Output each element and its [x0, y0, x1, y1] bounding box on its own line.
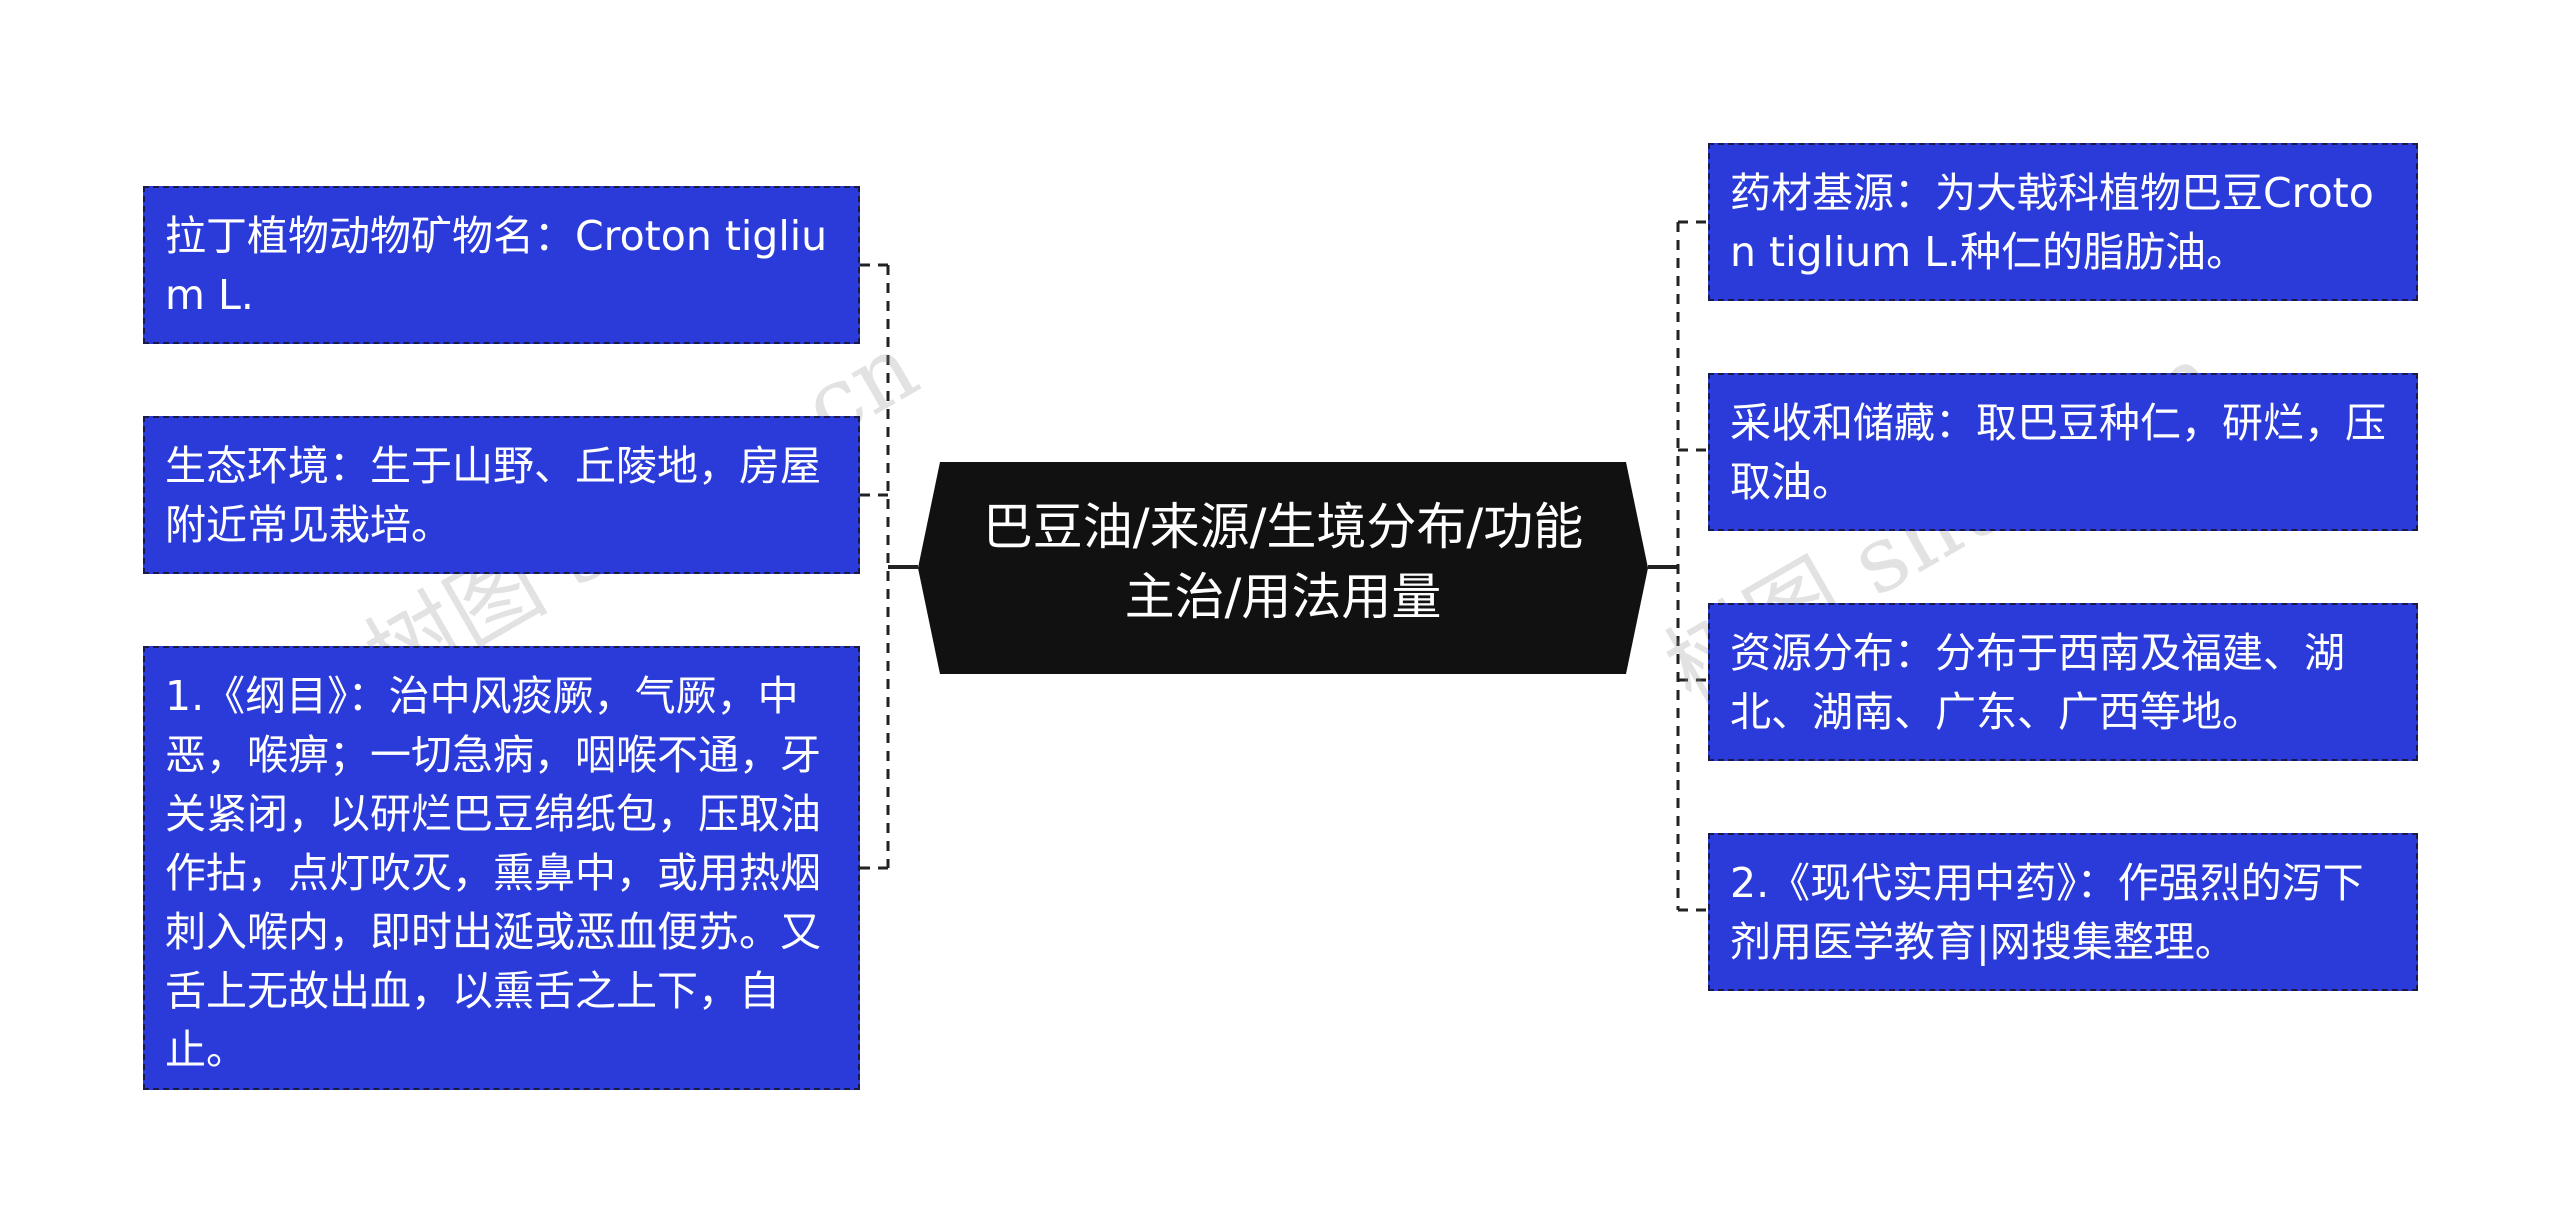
left-node-habitat[interactable]: 生态环境：生于山野、丘陵地，房屋附近常见栽培。 — [143, 416, 860, 574]
right-node-modern-use-text: 2.《现代实用中药》：作强烈的泻下剂用医学教育|网搜集整理。 — [1730, 859, 2364, 966]
right-node-distribution[interactable]: 资源分布：分布于西南及福建、湖北、湖南、广东、广西等地。 — [1708, 603, 2418, 761]
central-topic-title: 巴豆油/来源/生境分布/功能主治/用法用量 — [982, 498, 1584, 626]
left-node-latin-name[interactable]: 拉丁植物动物矿物名：Croton tiglium L. — [143, 186, 860, 344]
left-node-latin-name-text: 拉丁植物动物矿物名：Croton tiglium L. — [165, 212, 828, 319]
central-topic-shape — [918, 462, 1648, 674]
right-node-harvest-storage-text: 采收和储藏：取巴豆种仁，研烂，压取油。 — [1730, 399, 2386, 506]
right-node-source-text: 药材基源：为大戟科植物巴豆Croton tiglium L.种仁的脂肪油。 — [1730, 169, 2374, 276]
right-node-source[interactable]: 药材基源：为大戟科植物巴豆Croton tiglium L.种仁的脂肪油。 — [1708, 143, 2418, 301]
central-topic-node[interactable]: 巴豆油/来源/生境分布/功能主治/用法用量 — [918, 462, 1648, 674]
right-node-modern-use[interactable]: 2.《现代实用中药》：作强烈的泻下剂用医学教育|网搜集整理。 — [1708, 833, 2418, 991]
left-node-gangmu[interactable]: 1.《纲目》：治中风痰厥，气厥，中恶，喉痹；一切急病，咽喉不通，牙关紧闭，以研烂… — [143, 646, 860, 1090]
left-node-habitat-text: 生态环境：生于山野、丘陵地，房屋附近常见栽培。 — [165, 442, 821, 549]
right-node-harvest-storage[interactable]: 采收和储藏：取巴豆种仁，研烂，压取油。 — [1708, 373, 2418, 531]
left-node-gangmu-text: 1.《纲目》：治中风痰厥，气厥，中恶，喉痹；一切急病，咽喉不通，牙关紧闭，以研烂… — [165, 672, 821, 1074]
right-node-distribution-text: 资源分布：分布于西南及福建、湖北、湖南、广东、广西等地。 — [1730, 629, 2345, 736]
